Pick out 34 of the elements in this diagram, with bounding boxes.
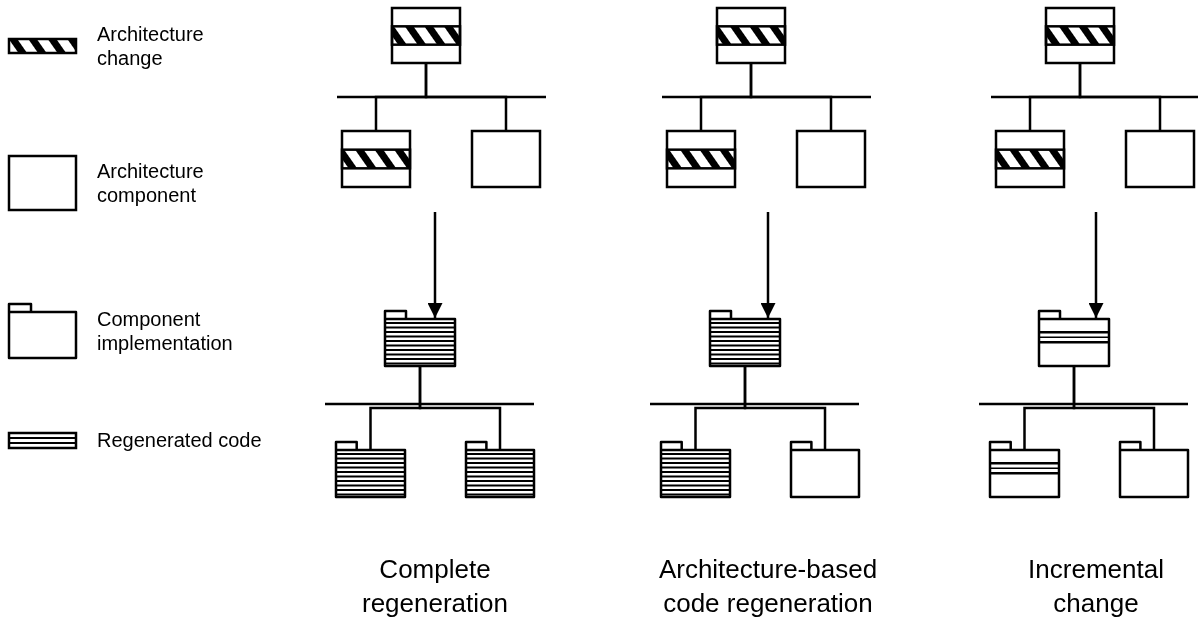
architecture-component-box	[667, 131, 735, 187]
legend-text: Regenerated code	[97, 428, 263, 452]
architecture-component-box	[717, 8, 785, 63]
architecture-component-box	[342, 131, 410, 187]
architecture-component-box	[797, 131, 865, 187]
connector-line	[1078, 63, 1162, 131]
arrow	[427, 212, 443, 318]
implementation-folder	[466, 442, 534, 497]
architecture-component-box	[392, 8, 460, 63]
architecture-component-box	[1126, 131, 1194, 187]
implementation-folder	[1120, 442, 1188, 497]
legend-text: Architecture change	[97, 22, 205, 70]
column-caption: Architecture-based code regeneration	[657, 553, 879, 620]
architecture-component-box	[1046, 8, 1114, 63]
implementation-folder	[1039, 311, 1109, 366]
implementation-folder	[791, 442, 859, 497]
legend-text: Architecture component	[97, 159, 205, 207]
architecture-component-box	[472, 131, 540, 187]
implementation-folder	[385, 311, 455, 366]
column-caption: Complete regeneration	[361, 553, 509, 620]
architecture-component-box	[996, 131, 1064, 187]
implementation-folder	[710, 311, 780, 366]
connector-line	[749, 63, 833, 131]
column-caption: Incremental change	[1027, 553, 1165, 620]
implementation-folder	[990, 442, 1059, 497]
implementation-folder	[336, 442, 405, 497]
arrow	[760, 212, 776, 318]
connector-line	[424, 63, 508, 131]
legend-text: Component implementation	[97, 307, 234, 355]
connector-line	[1072, 366, 1156, 450]
connector-line	[743, 366, 827, 450]
connector-line	[418, 366, 502, 450]
implementation-folder	[661, 442, 730, 497]
arrow	[1088, 212, 1104, 318]
